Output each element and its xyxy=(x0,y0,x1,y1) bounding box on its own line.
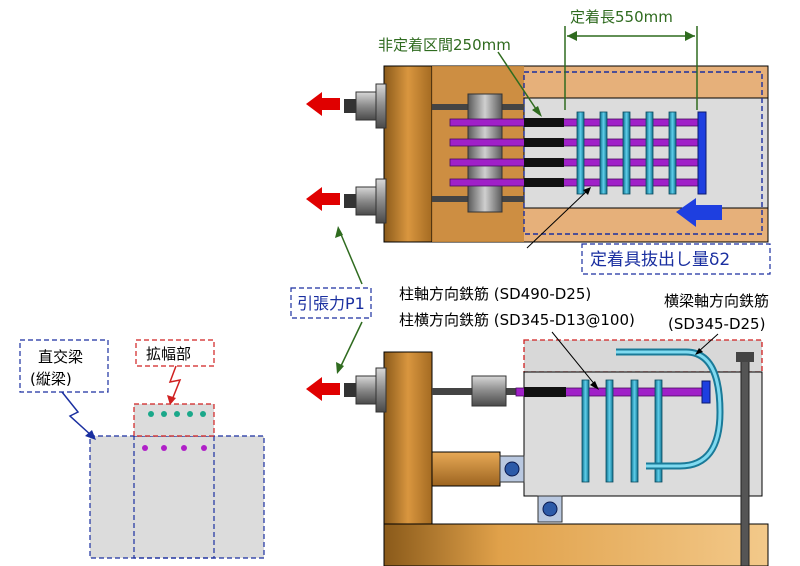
top-jack-upper xyxy=(344,83,387,129)
label-col-axial: 柱軸方向鉄筋 (SD490-D25) xyxy=(399,285,591,303)
label-widened: 拡幅部 xyxy=(146,345,191,363)
pullout-label-box: 定着具抜出し量δ2 xyxy=(581,243,771,275)
side-unbonded-sleeve xyxy=(524,387,566,397)
side-roller-1 xyxy=(499,455,525,483)
label-col-transverse: 柱横方向鉄筋 (SD345-D13@100) xyxy=(399,311,635,329)
top-anchor-plate xyxy=(697,111,707,195)
tension-label-box: 引張力P1 xyxy=(290,287,372,319)
pull-arrow-upper xyxy=(306,92,340,116)
side-support-block xyxy=(431,451,501,487)
top-hoops xyxy=(576,111,677,195)
left-section: 直交梁 (縦梁) 拡幅部 xyxy=(19,339,265,559)
widened-block xyxy=(133,403,215,437)
side-roller-2 xyxy=(537,495,563,523)
ortho-beam-block xyxy=(89,435,265,559)
top-view: 非定着区間250mm 定着長550mm xyxy=(306,8,769,249)
label-beam-axial-1: 横梁軸方向鉄筋 xyxy=(664,292,769,310)
side-loading-post xyxy=(383,351,433,525)
ortho-leader xyxy=(61,391,93,437)
side-view xyxy=(306,331,769,566)
top-clamp-block xyxy=(467,93,503,213)
side-vertical-rod xyxy=(740,355,750,566)
tension-arrows xyxy=(335,226,363,374)
label-pullout: 定着具抜出し量δ2 xyxy=(590,250,730,270)
pullout-leader xyxy=(526,187,591,249)
side-jack xyxy=(344,367,387,413)
widened-bars xyxy=(148,411,206,417)
side-coupler xyxy=(471,375,507,407)
top-loading-beam xyxy=(383,65,433,243)
unanchored-leader xyxy=(497,51,542,117)
label-unanchored: 非定着区間250mm xyxy=(378,36,511,54)
pull-arrow-lower xyxy=(306,187,340,211)
side-leaders xyxy=(551,331,719,390)
pullout-blue-arrow xyxy=(676,198,722,227)
side-base-beam xyxy=(383,523,769,566)
label-ortho-beam-1: 直交梁 xyxy=(38,348,83,366)
label-tension: 引張力P1 xyxy=(297,294,365,313)
side-anchor-plate xyxy=(701,380,711,404)
column-bars xyxy=(142,445,207,451)
label-anchorage-length: 定着長550mm xyxy=(570,8,673,26)
label-ortho-beam-2: (縦梁) xyxy=(30,370,72,388)
side-hoops xyxy=(581,379,663,483)
top-jack-lower xyxy=(344,178,387,224)
side-widened-region xyxy=(523,339,763,373)
widened-leader xyxy=(168,365,182,401)
label-beam-axial-2: (SD345-D25) xyxy=(668,315,765,333)
pull-arrow-side xyxy=(306,377,340,401)
anchorage-dimension xyxy=(564,26,698,110)
